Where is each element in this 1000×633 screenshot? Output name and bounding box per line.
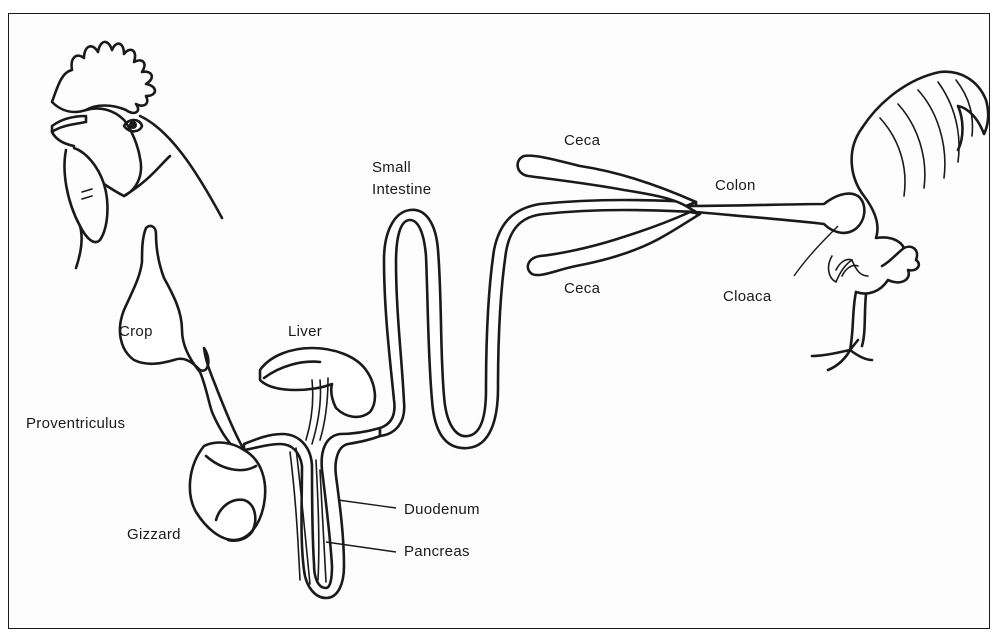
gizzard <box>190 443 265 541</box>
rooster-head <box>52 42 222 268</box>
label-duodenum: Duodenum <box>404 500 480 519</box>
duodenum-loop <box>244 428 380 598</box>
colon-cloaca <box>686 194 864 276</box>
label-pancreas: Pancreas <box>404 542 470 561</box>
label-small-intestine-line1: Small <box>372 158 411 177</box>
label-cloaca: Cloaca <box>723 287 772 306</box>
label-ceca-top: Ceca <box>564 131 600 150</box>
label-colon: Colon <box>715 176 756 195</box>
label-crop: Crop <box>119 322 153 341</box>
label-ceca-bottom: Ceca <box>564 279 600 298</box>
label-liver: Liver <box>288 322 322 341</box>
ceca <box>518 156 700 275</box>
label-small-intestine-line2: Intestine <box>372 180 431 199</box>
label-gizzard: Gizzard <box>127 525 181 544</box>
liver <box>260 348 375 444</box>
label-proventriculus: Proventriculus <box>26 414 125 433</box>
